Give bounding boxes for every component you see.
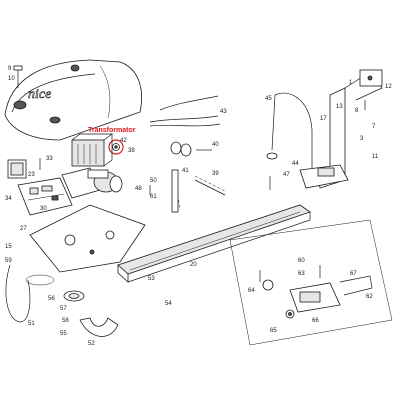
part-label-52: 52 <box>88 341 95 347</box>
part-label-41: 41 <box>182 168 189 174</box>
part-label-43: 43 <box>220 109 227 115</box>
rail-carriage <box>299 164 349 189</box>
part-label-48: 48 <box>135 186 142 192</box>
part-label-13: 13 <box>336 104 343 110</box>
part-label-61: 61 <box>150 194 157 200</box>
cover-screw-top <box>13 65 23 88</box>
part-label-40: 40 <box>212 142 219 148</box>
part-label-20: 20 <box>190 262 197 268</box>
part-label-67: 67 <box>350 271 357 277</box>
control-board <box>17 177 73 216</box>
motor-cover: nice <box>4 59 142 141</box>
part-label-53: 53 <box>148 276 155 282</box>
part-label-15: 15 <box>5 244 12 250</box>
part-label-45: 45 <box>265 96 272 102</box>
base-plate <box>29 204 146 273</box>
chain-section-b <box>194 175 226 196</box>
part-label-56: 56 <box>48 296 55 302</box>
drive-sprocket <box>63 290 85 302</box>
lamp-rings <box>170 141 212 157</box>
pulley-rope <box>266 92 313 170</box>
part-label-1: 1 <box>349 80 353 86</box>
part-label-23: 23 <box>28 172 35 178</box>
part-label-55: 55 <box>60 331 67 337</box>
wire-harness <box>149 95 221 127</box>
belt-loop <box>5 264 55 323</box>
highlight-circle <box>108 139 124 155</box>
main-rail <box>117 204 311 283</box>
part-label-17: 17 <box>320 116 327 122</box>
transformator-callout: Transformator <box>88 127 136 134</box>
part-label-47: 47 <box>283 172 290 178</box>
part-label-3: 3 <box>360 136 364 142</box>
part-label-8: 8 <box>355 108 359 114</box>
part-label-34: 34 <box>5 196 12 202</box>
part-label-60: 60 <box>298 258 305 264</box>
part-label-63: 63 <box>298 271 305 277</box>
carriage-inset <box>229 219 393 346</box>
small-bearing <box>112 143 120 151</box>
part-label-62: 62 <box>366 294 373 300</box>
part-label-50: 50 <box>150 178 157 184</box>
part-label-10a: 10 <box>8 76 15 82</box>
part-label-9a: 9 <box>8 66 12 72</box>
part-label-51: 51 <box>28 321 35 327</box>
part-label-44: 44 <box>292 161 299 167</box>
transformer <box>71 133 114 167</box>
screw-set <box>39 100 366 282</box>
part-label-11: 11 <box>372 154 379 160</box>
part-label-65: 65 <box>270 328 277 334</box>
part-label-42: 42 <box>120 138 127 144</box>
part-label-38: 38 <box>128 148 135 154</box>
part-label-59: 59 <box>5 258 12 264</box>
part-label-39: 39 <box>212 171 219 177</box>
part-label-57: 57 <box>60 306 67 312</box>
part-label-33: 33 <box>46 156 53 162</box>
part-label-66: 66 <box>312 318 319 324</box>
chain-section-a <box>171 169 181 213</box>
part-label-64: 64 <box>248 288 255 294</box>
part-label-7: 7 <box>372 124 376 130</box>
part-label-58: 58 <box>62 318 69 324</box>
part-label-12: 12 <box>385 84 392 90</box>
release-lever <box>79 317 119 337</box>
board-bracket <box>7 159 27 179</box>
part-label-30: 30 <box>40 206 47 212</box>
part-label-27: 27 <box>20 226 27 232</box>
brand-logo: nice <box>28 87 51 102</box>
gear-motor <box>61 167 123 199</box>
part-label-54: 54 <box>165 301 172 307</box>
